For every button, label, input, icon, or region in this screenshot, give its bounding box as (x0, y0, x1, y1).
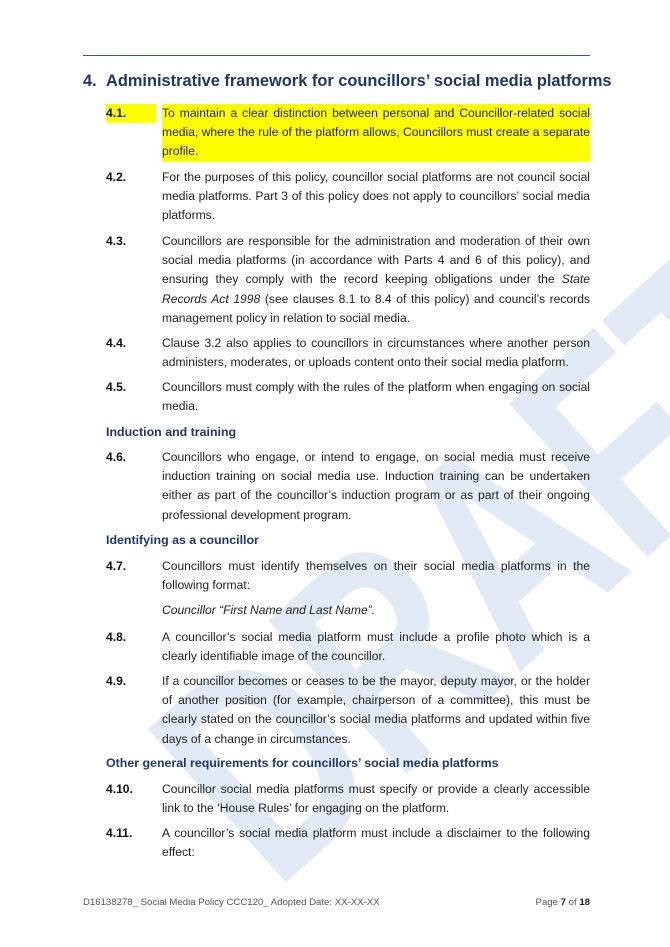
page-of: of (568, 897, 577, 908)
clause-number: 4.5. (106, 380, 127, 394)
header-rule (83, 55, 590, 56)
clause-4-10: 4.10. Councillor social media platforms … (106, 780, 590, 818)
section-title-text: Administrative framework for councillors… (106, 72, 612, 90)
clause-4-2: 4.2. For the purposes of this policy, co… (106, 168, 590, 226)
clause-number: 4.3. (106, 234, 127, 248)
clause-4-3: 4.3. Councillors are responsible for the… (106, 232, 590, 328)
clause-text: Councillor social media platforms must s… (162, 782, 590, 816)
clause-number: 4.10. (106, 782, 133, 796)
clause-text: Councillors must comply with the rules o… (162, 380, 590, 414)
clause-4-5: 4.5. Councillors must comply with the ru… (106, 378, 590, 416)
clause-4-4: 4.4. Clause 3.2 also applies to councill… (106, 334, 590, 372)
clause-number: 4.11. (106, 826, 133, 840)
name-format: Councillor “First Name and Last Name”. (162, 603, 376, 617)
act-name: State Records Act 1998 (162, 272, 590, 306)
page-total: 18 (579, 897, 590, 908)
clause-text: To maintain a clear distinction between … (162, 104, 590, 162)
clause-number: 4.9. (106, 674, 127, 688)
clause-text: For the purposes of this policy, council… (162, 170, 590, 223)
page-label: Page (535, 897, 558, 908)
clause-number: 4.1. (106, 104, 157, 124)
subheading-identifying: Identifying as a councillor (106, 533, 259, 547)
clause-text: A councillor’s social media platform mus… (162, 630, 590, 664)
clause-text: Councillors must identify themselves on … (162, 559, 590, 593)
clause-4-7: 4.7. Councillors must identify themselve… (106, 557, 590, 595)
clause-text: A councillor’s social media platform mus… (162, 826, 590, 860)
clause-4-1: 4.1. To maintain a clear distinction bet… (106, 104, 590, 162)
clause-text: Councillors are responsible for the admi… (162, 232, 590, 328)
clause-4-9: 4.9. If a councillor becomes or ceases t… (106, 672, 590, 749)
footer-page-number: Page 7 of 18 (536, 897, 590, 908)
subheading-induction: Induction and training (106, 425, 237, 439)
clause-text-part: (see clauses 8.1 to 8.4 of this policy) … (162, 291, 590, 325)
clause-number: 4.4. (106, 336, 127, 350)
clause-text: Clause 3.2 also applies to councillors i… (162, 336, 590, 370)
section-number: 4. (83, 72, 97, 90)
subheading-other: Other general requirements for councillo… (106, 756, 499, 770)
clause-number: 4.7. (106, 559, 127, 573)
clause-text: If a councillor becomes or ceases to be … (162, 674, 590, 746)
clause-number: 4.2. (106, 170, 127, 184)
page-current: 7 (560, 897, 566, 908)
clause-number: 4.6. (106, 450, 127, 464)
clause-number: 4.8. (106, 630, 127, 644)
footer-doc-reference: D16138278_ Social Media Policy CCC120_ A… (83, 897, 380, 908)
section-title: 4. Administrative framework for councillo… (83, 72, 612, 91)
clause-text: Councillors who engage, or intend to eng… (162, 450, 590, 522)
clause-text-part: Councillors are responsible for the admi… (162, 234, 590, 287)
clause-4-6: 4.6. Councillors who engage, or intend t… (106, 448, 590, 525)
clause-4-8: 4.8. A councillor’s social media platfor… (106, 628, 590, 666)
clause-4-11: 4.11. A councillor’s social media platfo… (106, 824, 590, 862)
